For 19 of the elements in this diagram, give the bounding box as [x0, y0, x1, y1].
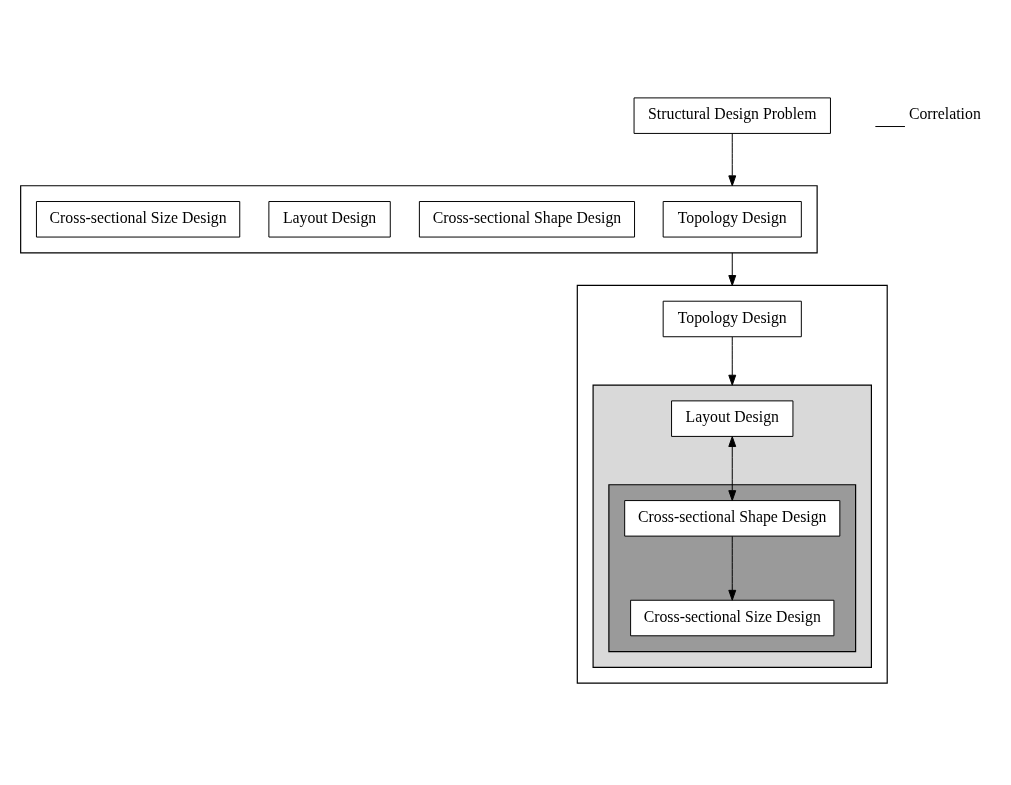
arrow: [728, 132, 737, 187]
arrow: [728, 436, 737, 501]
node-box: Layout Design: [671, 400, 794, 437]
node-box: Cross-sectional Shape Design: [418, 201, 636, 238]
cluster: [576, 284, 888, 684]
legend-label: Correlation: [908, 105, 981, 123]
node-box: Topology Design: [662, 300, 802, 338]
node-box: Structural Design Problem: [633, 97, 831, 134]
cluster: [20, 185, 818, 254]
arrow: [728, 336, 737, 386]
arrow: [728, 252, 737, 286]
node-box: Cross-sectional Shape Design: [624, 500, 841, 537]
cluster: [592, 384, 872, 668]
node-box: Layout Design: [268, 201, 391, 238]
cluster: [608, 484, 857, 653]
arrow: [728, 535, 737, 601]
node-box: Cross-sectional Size Design: [35, 201, 241, 238]
node-box: Topology Design: [662, 201, 802, 238]
node-box: Cross-sectional Size Design: [630, 599, 835, 637]
